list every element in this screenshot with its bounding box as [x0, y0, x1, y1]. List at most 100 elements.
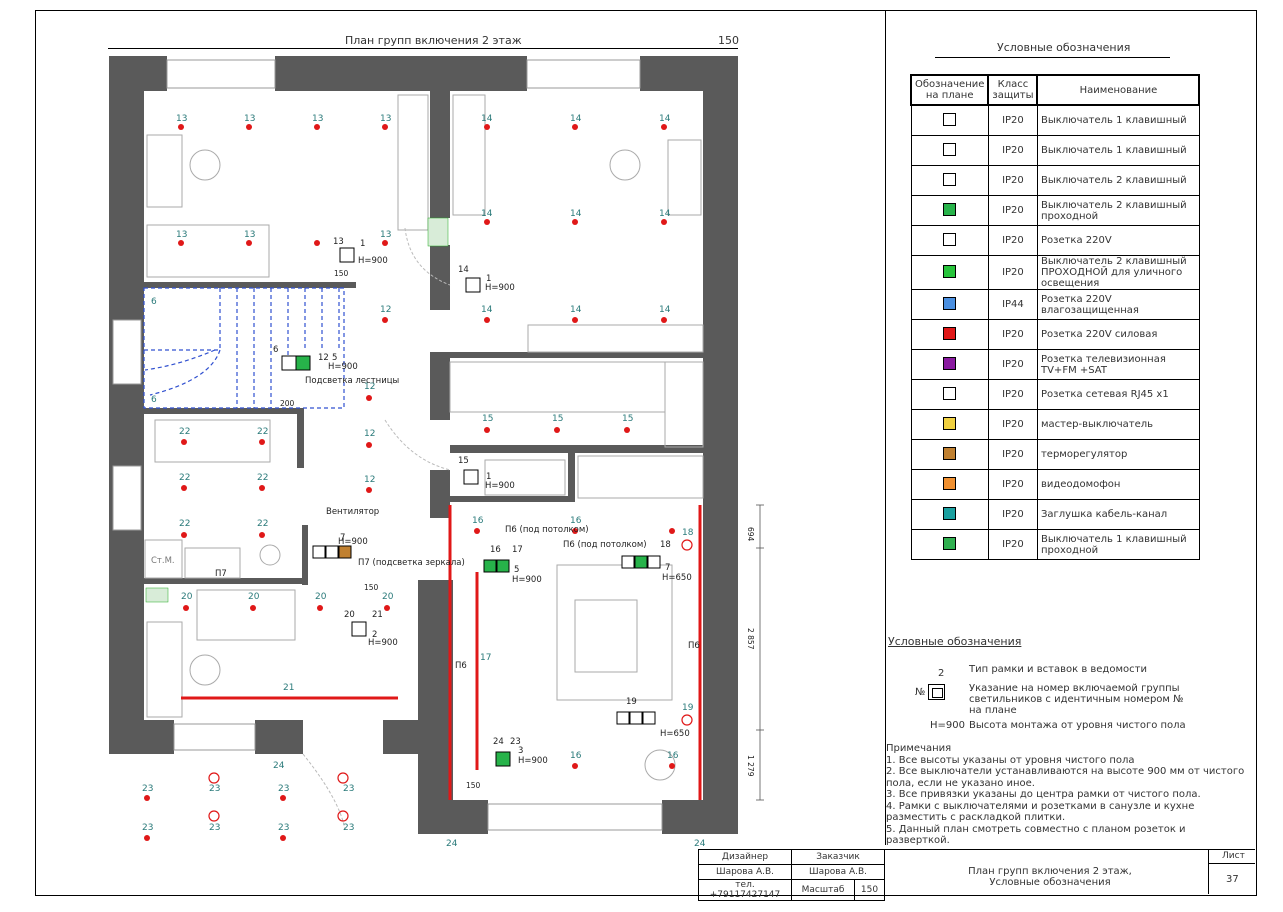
legend-name: Розетка сетевая RJ45 x1 [1036, 379, 1200, 410]
legend-header: Обозначение на плане Класс защиты Наимен… [909, 74, 1201, 106]
legend-class: IP20 [987, 499, 1038, 530]
legend-class: IP20 [987, 225, 1038, 256]
windows [112, 59, 663, 831]
legend-symbol-cell [910, 499, 989, 530]
legend-class: IP20 [987, 255, 1038, 290]
legend-symbol-cell [910, 529, 989, 560]
stairs [143, 287, 345, 409]
legend-name: Выключатель 2 клавишный проходной [1036, 195, 1200, 226]
height-label-6: H=900 [368, 638, 398, 648]
svg-text:15: 15 [482, 414, 493, 424]
svg-text:6: 6 [273, 345, 278, 355]
svg-text:7: 7 [340, 533, 345, 543]
stamp-designer: Шарова А.В. [698, 864, 792, 880]
svg-text:18: 18 [660, 540, 671, 550]
svg-text:23: 23 [510, 737, 521, 747]
thermostat-icon [943, 446, 957, 460]
svg-text:23: 23 [343, 784, 354, 794]
legend-name: Выключатель 1 клавишный [1036, 104, 1200, 136]
svg-text:16: 16 [667, 751, 679, 761]
legend-class: IP20 [987, 469, 1038, 500]
p6-label-a: П6 (под потолком) [505, 525, 589, 535]
socket-rj45-icon [943, 386, 957, 400]
plan-scale: 150 [718, 34, 739, 47]
dim-2857: 2 857 [746, 628, 755, 650]
legend-class: IP20 [987, 165, 1038, 196]
svg-text:12: 12 [364, 429, 375, 439]
switch-2-key-passthrough-icon [943, 202, 957, 216]
legend-class: IP20 [987, 135, 1038, 166]
legend-symbol-cell [910, 319, 989, 350]
p6-label-d: П6 [688, 641, 700, 651]
switch-1-key-icon [943, 112, 957, 126]
legend-class: IP20 [987, 529, 1038, 560]
legend2-frame-num: 2 [938, 668, 945, 679]
height-label-10: H=650 [660, 729, 690, 739]
svg-text:1: 1 [360, 239, 365, 249]
height-label-8: H=900 [518, 756, 548, 766]
master-switch-icon [943, 416, 957, 430]
svg-text:20: 20 [248, 592, 260, 602]
legend-class: IP20 [987, 195, 1038, 226]
notes: Примечания 1. Все высоты указаны от уров… [886, 743, 1246, 847]
svg-text:14: 14 [481, 209, 493, 219]
legend-header-class: Класс защиты [987, 74, 1039, 106]
svg-text:20: 20 [315, 592, 327, 602]
height-label-4: H=900 [485, 481, 515, 491]
outdoor-lamps [208, 539, 693, 822]
legend-class: IP20 [987, 349, 1038, 380]
legend-symbol-cell [910, 104, 989, 136]
legend-name: Заглушка кабель-канал [1036, 499, 1200, 530]
svg-text:23: 23 [278, 823, 289, 833]
svg-text:7: 7 [665, 563, 670, 573]
height-label-5: H=900 [338, 537, 368, 547]
svg-text:21: 21 [372, 610, 383, 620]
legend-name: Выключатель 2 клавишный [1036, 165, 1200, 196]
stamp-customer-label: Заказчик [791, 849, 885, 865]
svg-text:15: 15 [622, 414, 633, 424]
ceiling-lamps [144, 124, 675, 841]
svg-text:12: 12 [364, 475, 375, 485]
note-1: 1. Все высоты указаны от уровня чистого … [886, 754, 1135, 766]
svg-text:24: 24 [493, 737, 504, 747]
legend-class: IP20 [987, 409, 1038, 440]
video-intercom-icon [943, 476, 957, 490]
svg-text:12: 12 [364, 382, 375, 392]
svg-text:24: 24 [446, 839, 458, 849]
stamp-sheet: 37 [1226, 874, 1239, 885]
svg-text:16: 16 [490, 545, 501, 555]
svg-text:14: 14 [458, 265, 469, 275]
p6-label-c: П6 [455, 661, 467, 671]
notes-title: Примечания [886, 743, 952, 754]
svg-text:5: 5 [514, 565, 519, 575]
legend-name: Розетка телевизионная TV+FM +SAT [1036, 349, 1200, 380]
svg-text:22: 22 [179, 427, 190, 437]
legend-symbol-cell [910, 135, 989, 166]
svg-text:22: 22 [179, 473, 190, 483]
svg-text:14: 14 [570, 305, 582, 315]
legend-name: Выключатель 1 клавишный [1036, 135, 1200, 166]
ventilator-label: Вентилятор [326, 507, 379, 517]
height-label-7: H=900 [512, 575, 542, 585]
legend-table: Обозначение на плане Класс защиты Наимен… [909, 74, 1201, 560]
svg-text:24: 24 [273, 761, 285, 771]
stm-label: Ст.М. [151, 556, 175, 566]
legend-symbol-cell [910, 439, 989, 470]
svg-text:13: 13 [176, 114, 187, 124]
legend-symbol-cell [910, 165, 989, 196]
svg-text:3: 3 [518, 746, 523, 756]
stamp-sheet-line [1208, 863, 1255, 864]
legend2-frame-type: Тип рамки и вставок в ведомости [969, 664, 1147, 675]
legend-header-symbol: Обозначение на плане [909, 74, 990, 106]
svg-text:13: 13 [312, 114, 323, 124]
